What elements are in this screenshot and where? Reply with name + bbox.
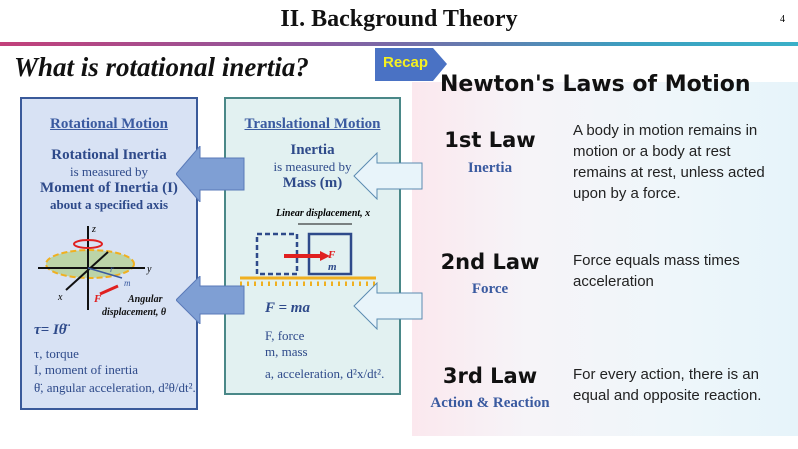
r-label: r	[110, 264, 114, 274]
displacement-label: displacement, θ	[102, 307, 167, 318]
def-acceleration: a, acceleration, d²x/dt².	[265, 366, 385, 381]
force-label: F	[327, 249, 336, 261]
arrow-left-icon	[353, 282, 423, 330]
x-label: x	[57, 292, 63, 303]
rotation-diagram: z y x r m F Angular displacement, θ	[38, 224, 167, 318]
law-2-desc: Force equals mass times acceleration	[573, 252, 740, 290]
rotational-measured-by: is measured by	[70, 164, 148, 179]
law-1-topic: Inertia	[467, 160, 513, 176]
recap-badge: Recap	[375, 48, 447, 81]
arrow-left-icon	[176, 146, 245, 202]
def-torque: τ, torque	[34, 346, 79, 361]
rotational-inertia: Rotational Inertia	[51, 147, 167, 163]
law-2-topic: Force	[471, 281, 509, 297]
law-1-desc: A body in motion remains in motion or a …	[573, 122, 765, 202]
rotational-heading: Rotational Motion	[50, 116, 168, 132]
arrow-left-icon	[353, 152, 423, 200]
title-divider	[0, 42, 798, 46]
newton-second-equation: F = ma	[265, 300, 310, 316]
def-angular-acc: θ̈, angular acceleration, d²θ/dt².	[34, 380, 196, 395]
y-label: y	[146, 264, 152, 275]
translational-measured-by: is measured by	[273, 159, 352, 174]
slide-title: II. Background Theory	[280, 6, 518, 32]
law-3-name: 3rd Law	[442, 364, 538, 388]
law-2-name: 2nd Law	[440, 250, 540, 274]
def-force: F, force	[265, 328, 305, 343]
page-number: 4	[780, 14, 785, 25]
translational-heading: Translational Motion	[244, 116, 381, 132]
inertia: Inertia	[290, 142, 335, 158]
about-axis: about a specified axis	[49, 197, 169, 212]
z-label: z	[91, 224, 96, 235]
newton-title: Newton's Laws of Motion	[440, 72, 751, 97]
linear-displacement-label: Linear displacement, x	[275, 208, 370, 219]
slide-subtitle: What is rotational inertia?	[14, 52, 309, 82]
mass: Mass (m)	[282, 175, 343, 191]
def-mass: m, mass	[265, 344, 308, 359]
arrow-left-icon	[176, 276, 245, 324]
mass-label: m	[328, 261, 337, 273]
moment-of-inertia: Moment of Inertia (I)	[40, 180, 178, 196]
newton-laws-panel	[412, 82, 798, 436]
recap-label: Recap	[383, 54, 429, 71]
torque-equation: τ= Iθ̈	[34, 322, 67, 338]
def-moment: I, moment of inertia	[34, 362, 138, 377]
arrow-shape-icon	[375, 48, 447, 81]
translational-motion-box: Translational Motion Inertia is measured…	[224, 97, 401, 395]
law-1-name: 1st Law	[444, 128, 536, 152]
translation-diagram: Linear displacement, x F m	[240, 208, 376, 286]
m-label: m	[124, 278, 131, 288]
F-label: F	[93, 293, 102, 305]
angular-label: Angular	[127, 294, 163, 305]
law-3-desc: For every action, there is an equal and …	[573, 366, 762, 404]
law-3-topic: Action & Reaction	[430, 395, 550, 411]
